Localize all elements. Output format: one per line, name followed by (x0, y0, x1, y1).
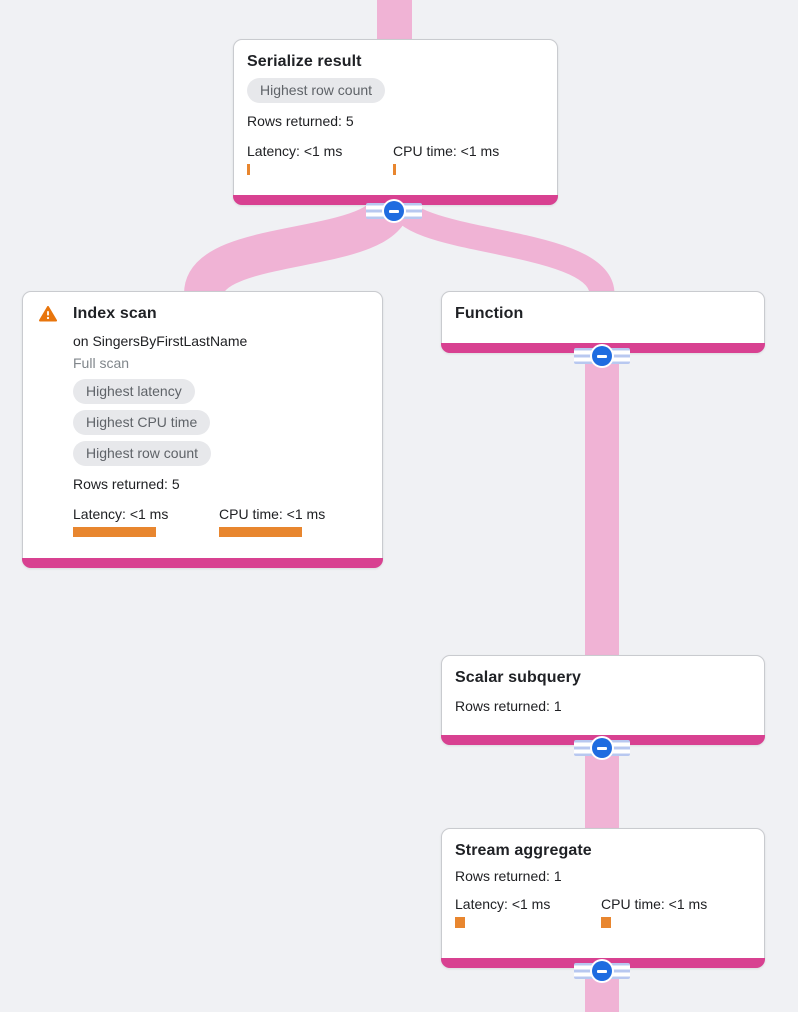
latency-bar (73, 527, 156, 537)
edge-serialize-to-index-scan (184, 196, 411, 298)
minus-icon (592, 738, 612, 758)
node-stream-aggregate[interactable]: Stream aggregate Rows returned: 1 Latenc… (441, 828, 765, 968)
node-title: Stream aggregate (455, 842, 592, 859)
edge-function-to-scalar-subquery (585, 348, 619, 658)
node-serialize-result[interactable]: Serialize result Highest row count Rows … (233, 39, 558, 205)
cpu-time-label: CPU time: <1 ms (393, 143, 500, 159)
accent-bar (22, 558, 383, 568)
warning-icon (39, 306, 57, 322)
badge-highest-cpu-time: Highest CPU time (73, 410, 211, 435)
cpu-time-bar (601, 917, 611, 928)
badge-highest-row-count: Highest row count (247, 78, 386, 103)
node-function[interactable]: Function (441, 291, 765, 353)
node-scalar-subquery[interactable]: Scalar subquery Rows returned: 1 (441, 655, 765, 745)
cpu-time-label: CPU time: <1 ms (219, 506, 326, 522)
node-title: Serialize result (247, 53, 362, 70)
latency-bar (247, 164, 250, 175)
latency-label: Latency: <1 ms (73, 506, 169, 522)
scan-type: Full scan (73, 355, 130, 371)
latency-bar (455, 917, 465, 928)
accent-bar (233, 195, 558, 205)
rows-returned: Rows returned: 5 (73, 476, 180, 492)
cpu-time-label: CPU time: <1 ms (601, 896, 708, 912)
minus-icon (384, 201, 404, 221)
index-name: on SingersByFirstLastName (73, 333, 248, 349)
collapse-button-scalar-subquery[interactable] (574, 738, 630, 758)
node-title: Index scan (73, 305, 157, 322)
collapse-button-stream-aggregate[interactable] (574, 961, 630, 981)
latency-label: Latency: <1 ms (247, 143, 343, 159)
collapse-button-serialize-result[interactable] (366, 201, 422, 221)
rows-returned: Rows returned: 1 (455, 698, 562, 714)
minus-icon (592, 346, 612, 366)
node-index-scan[interactable]: Index scan on SingersByFirstLastName Ful… (22, 291, 383, 568)
rows-returned: Rows returned: 5 (247, 113, 354, 129)
node-title: Function (455, 305, 524, 322)
badge-highest-latency: Highest latency (73, 379, 195, 404)
cpu-time-bar (393, 164, 396, 175)
minus-icon (592, 961, 612, 981)
rows-returned: Rows returned: 1 (455, 868, 562, 884)
badge-highest-row-count: Highest row count (73, 441, 212, 466)
cpu-time-bar (219, 527, 302, 537)
edge-serialize-to-function (387, 197, 615, 297)
edge-into-serialize-result (377, 0, 412, 42)
node-title: Scalar subquery (455, 669, 581, 686)
collapse-button-function[interactable] (574, 346, 630, 366)
latency-label: Latency: <1 ms (455, 896, 551, 912)
